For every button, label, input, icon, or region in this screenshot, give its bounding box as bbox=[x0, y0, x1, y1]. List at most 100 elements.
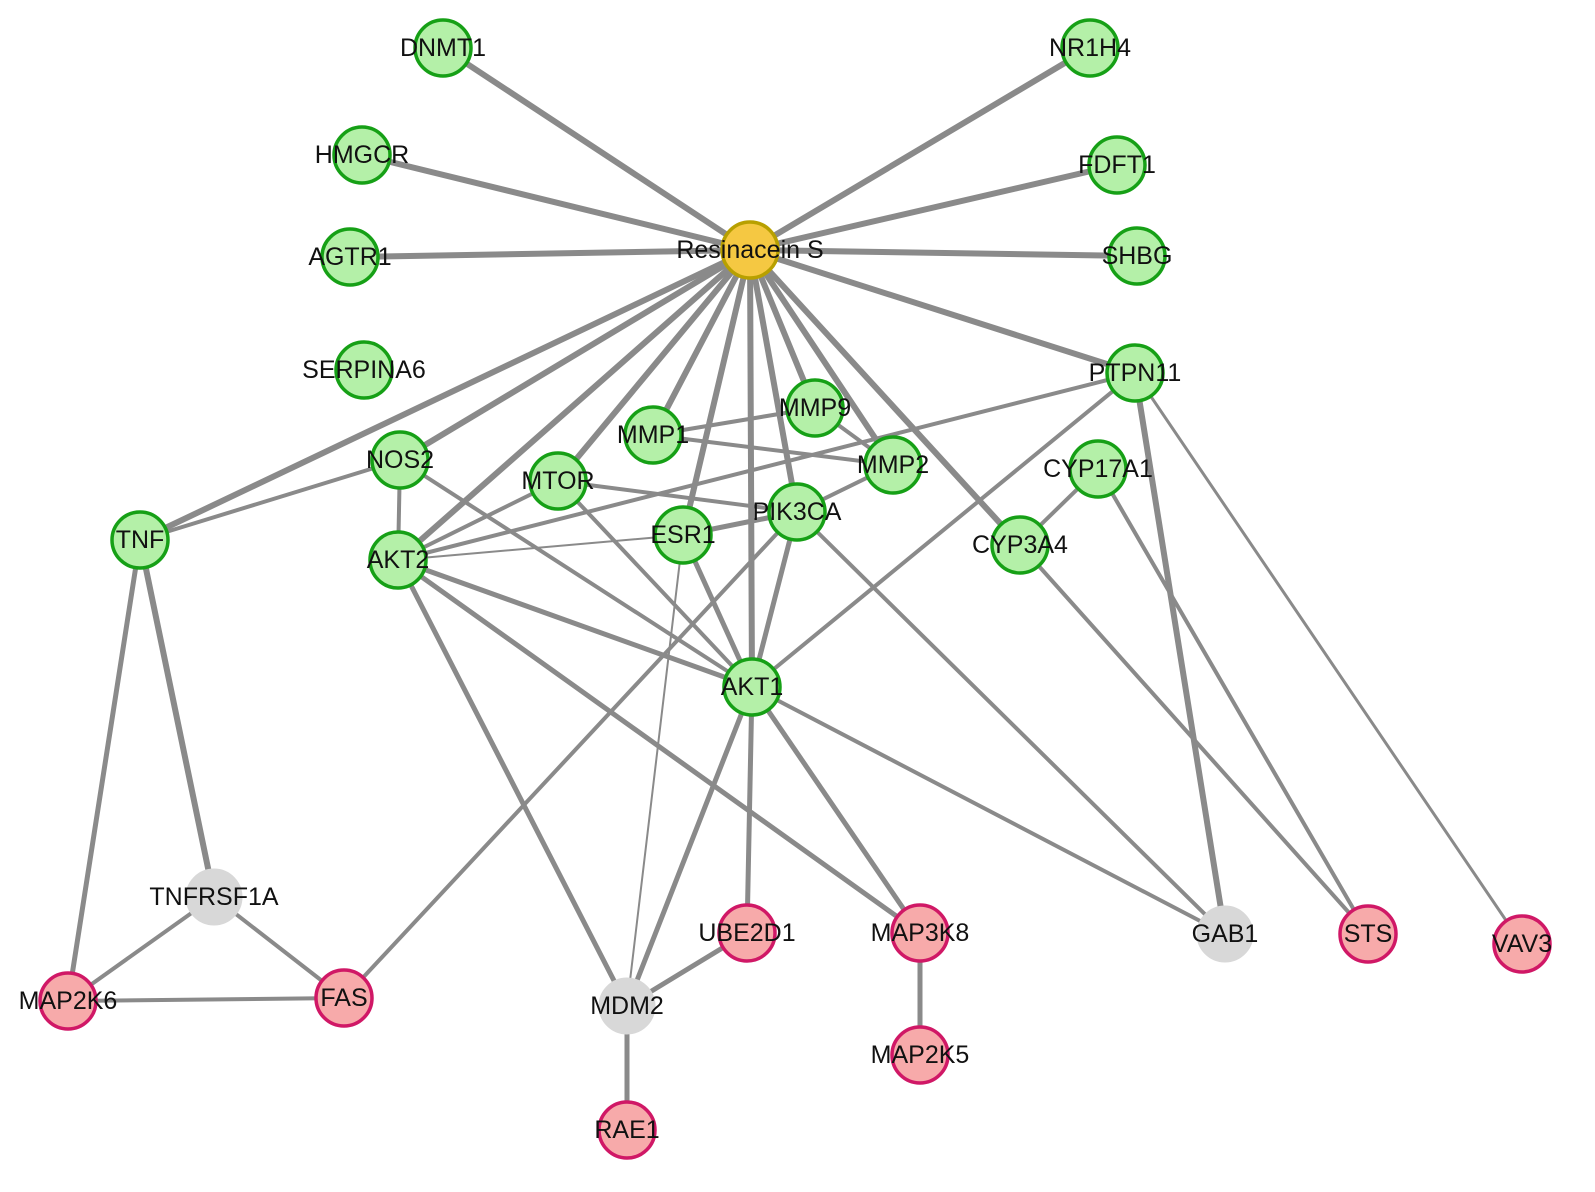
node-label-gab1: GAB1 bbox=[1192, 920, 1259, 948]
node-label-ptpn11: PTPN11 bbox=[1089, 359, 1182, 387]
node-akt2[interactable]: AKT2 bbox=[367, 530, 430, 590]
node-label-tnf: TNF bbox=[116, 526, 165, 554]
node-map3k8[interactable]: MAP3K8 bbox=[871, 903, 970, 963]
node-circle-agtr1[interactable] bbox=[320, 227, 380, 287]
node-fas[interactable]: FAS bbox=[314, 968, 374, 1028]
edge-akt1-gab1 bbox=[750, 685, 1227, 936]
node-mmp1[interactable]: MMP1 bbox=[617, 405, 689, 465]
node-circle-mmp1[interactable] bbox=[623, 405, 683, 465]
node-circle-fdft1[interactable] bbox=[1087, 135, 1147, 195]
node-circle-ube2d1[interactable] bbox=[717, 903, 777, 963]
node-circle-fas[interactable] bbox=[314, 968, 374, 1028]
node-circle-tnf[interactable] bbox=[110, 510, 170, 570]
node-circle-nos2[interactable] bbox=[370, 430, 430, 490]
node-resinacein-s[interactable]: Resinacein S bbox=[676, 220, 824, 280]
node-label-dnmt1: DNMT1 bbox=[400, 34, 486, 62]
node-mtor[interactable]: MTOR bbox=[521, 451, 595, 511]
node-tnfrsf1a[interactable]: TNFRSF1A bbox=[149, 868, 279, 926]
node-label-map2k6: MAP2K6 bbox=[19, 987, 118, 1015]
node-circle-sts[interactable] bbox=[1338, 904, 1398, 964]
node-circle-esr1[interactable] bbox=[653, 505, 713, 565]
node-cyp17a1[interactable]: CYP17A1 bbox=[1043, 439, 1153, 499]
node-circle-mdm2[interactable] bbox=[598, 977, 656, 1035]
node-tnf[interactable]: TNF bbox=[110, 510, 170, 570]
node-circle-nr1h4[interactable] bbox=[1060, 18, 1120, 78]
node-agtr1[interactable]: AGTR1 bbox=[308, 227, 392, 287]
edge-resinacein-s-fdft1 bbox=[747, 162, 1120, 253]
node-circle-rae1[interactable] bbox=[597, 1100, 657, 1160]
node-circle-map2k5[interactable] bbox=[890, 1025, 950, 1085]
node-circle-gab1[interactable] bbox=[1196, 905, 1254, 963]
node-ube2d1[interactable]: UBE2D1 bbox=[698, 903, 796, 963]
edge-tnf-tnfrsf1a bbox=[137, 537, 217, 900]
node-label-nr1h4: NR1H4 bbox=[1049, 34, 1131, 62]
node-mdm2[interactable]: MDM2 bbox=[590, 977, 664, 1035]
node-fdft1[interactable]: FDFT1 bbox=[1078, 135, 1156, 195]
node-circle-map3k8[interactable] bbox=[890, 903, 950, 963]
node-circle-shbg[interactable] bbox=[1107, 226, 1167, 286]
node-vav3[interactable]: VAV3 bbox=[1492, 914, 1552, 974]
node-akt1[interactable]: AKT1 bbox=[721, 657, 784, 717]
node-nos2[interactable]: NOS2 bbox=[366, 430, 434, 490]
node-circle-mmp9[interactable] bbox=[785, 378, 845, 438]
node-pik3ca[interactable]: PIK3CA bbox=[753, 482, 842, 542]
node-serpina6[interactable]: SERPINA6 bbox=[302, 340, 426, 400]
node-mmp2[interactable]: MMP2 bbox=[857, 435, 929, 495]
node-circle-pik3ca[interactable] bbox=[767, 482, 827, 542]
node-label-akt1: AKT1 bbox=[721, 673, 784, 701]
node-label-vav3: VAV3 bbox=[1492, 930, 1552, 958]
node-nr1h4[interactable]: NR1H4 bbox=[1049, 18, 1131, 78]
node-label-pik3ca: PIK3CA bbox=[753, 498, 842, 526]
node-map2k5[interactable]: MAP2K5 bbox=[871, 1025, 970, 1085]
node-circle-akt1[interactable] bbox=[722, 657, 782, 717]
node-mmp9[interactable]: MMP9 bbox=[779, 378, 851, 438]
node-circle-ptpn11[interactable] bbox=[1105, 343, 1165, 403]
edge-resinacein-s-hmgcr bbox=[359, 152, 753, 253]
node-circle-cyp3a4[interactable] bbox=[990, 515, 1050, 575]
node-dnmt1[interactable]: DNMT1 bbox=[400, 18, 486, 78]
node-circle-mtor[interactable] bbox=[528, 451, 588, 511]
edge-ptpn11-akt1 bbox=[750, 371, 1137, 689]
edge-resinacein-s-cyp3a4 bbox=[747, 247, 1023, 548]
node-circle-hmgcr[interactable] bbox=[332, 125, 392, 185]
node-label-akt2: AKT2 bbox=[367, 546, 430, 574]
node-rae1[interactable]: RAE1 bbox=[594, 1100, 660, 1160]
node-label-serpina6: SERPINA6 bbox=[302, 356, 426, 384]
edge-akt2-esr1 bbox=[397, 534, 684, 561]
node-label-nos2: NOS2 bbox=[366, 446, 434, 474]
node-circle-map2k6[interactable] bbox=[38, 971, 98, 1031]
node-circle-cyp17a1[interactable] bbox=[1068, 439, 1128, 499]
node-label-sts: STS bbox=[1344, 920, 1393, 948]
node-label-agtr1: AGTR1 bbox=[308, 243, 391, 271]
node-circle-vav3[interactable] bbox=[1492, 914, 1552, 974]
edge-akt1-ube2d1 bbox=[744, 684, 755, 936]
node-ptpn11[interactable]: PTPN11 bbox=[1089, 343, 1182, 403]
edge-resinacein-s-mtor bbox=[555, 247, 753, 484]
edge-resinacein-s-shbg bbox=[747, 247, 1140, 259]
node-sts[interactable]: STS bbox=[1338, 904, 1398, 964]
edge-resinacein-s-esr1 bbox=[680, 247, 753, 538]
edge-resinacein-s-agtr1 bbox=[347, 247, 753, 260]
node-shbg[interactable]: SHBG bbox=[1102, 226, 1173, 286]
edge-pik3ca-fas bbox=[342, 510, 799, 1000]
node-gab1[interactable]: GAB1 bbox=[1192, 905, 1259, 963]
node-label-map2k5: MAP2K5 bbox=[871, 1041, 970, 1069]
node-circle-tnfrsf1a[interactable] bbox=[185, 868, 243, 926]
node-map2k6[interactable]: MAP2K6 bbox=[19, 971, 118, 1031]
node-hmgcr[interactable]: HMGCR bbox=[315, 125, 409, 185]
node-circle-mmp2[interactable] bbox=[863, 435, 923, 495]
node-circle-resinacein-s[interactable] bbox=[720, 220, 780, 280]
node-label-map3k8: MAP3K8 bbox=[871, 919, 970, 947]
edge-resinacein-s-dnmt1 bbox=[440, 45, 753, 253]
node-circle-akt2[interactable] bbox=[368, 530, 428, 590]
edge-nos2-akt1 bbox=[398, 458, 754, 689]
node-circle-dnmt1[interactable] bbox=[413, 18, 473, 78]
node-cyp3a4[interactable]: CYP3A4 bbox=[972, 515, 1068, 575]
node-label-mmp2: MMP2 bbox=[857, 451, 929, 479]
edge-akt2-mdm2 bbox=[395, 557, 630, 1009]
node-esr1[interactable]: ESR1 bbox=[650, 505, 716, 565]
node-label-fas: FAS bbox=[320, 984, 367, 1012]
node-label-esr1: ESR1 bbox=[650, 521, 715, 549]
node-circle-serpina6[interactable] bbox=[334, 340, 394, 400]
edge-resinacein-s-nr1h4 bbox=[747, 45, 1093, 253]
